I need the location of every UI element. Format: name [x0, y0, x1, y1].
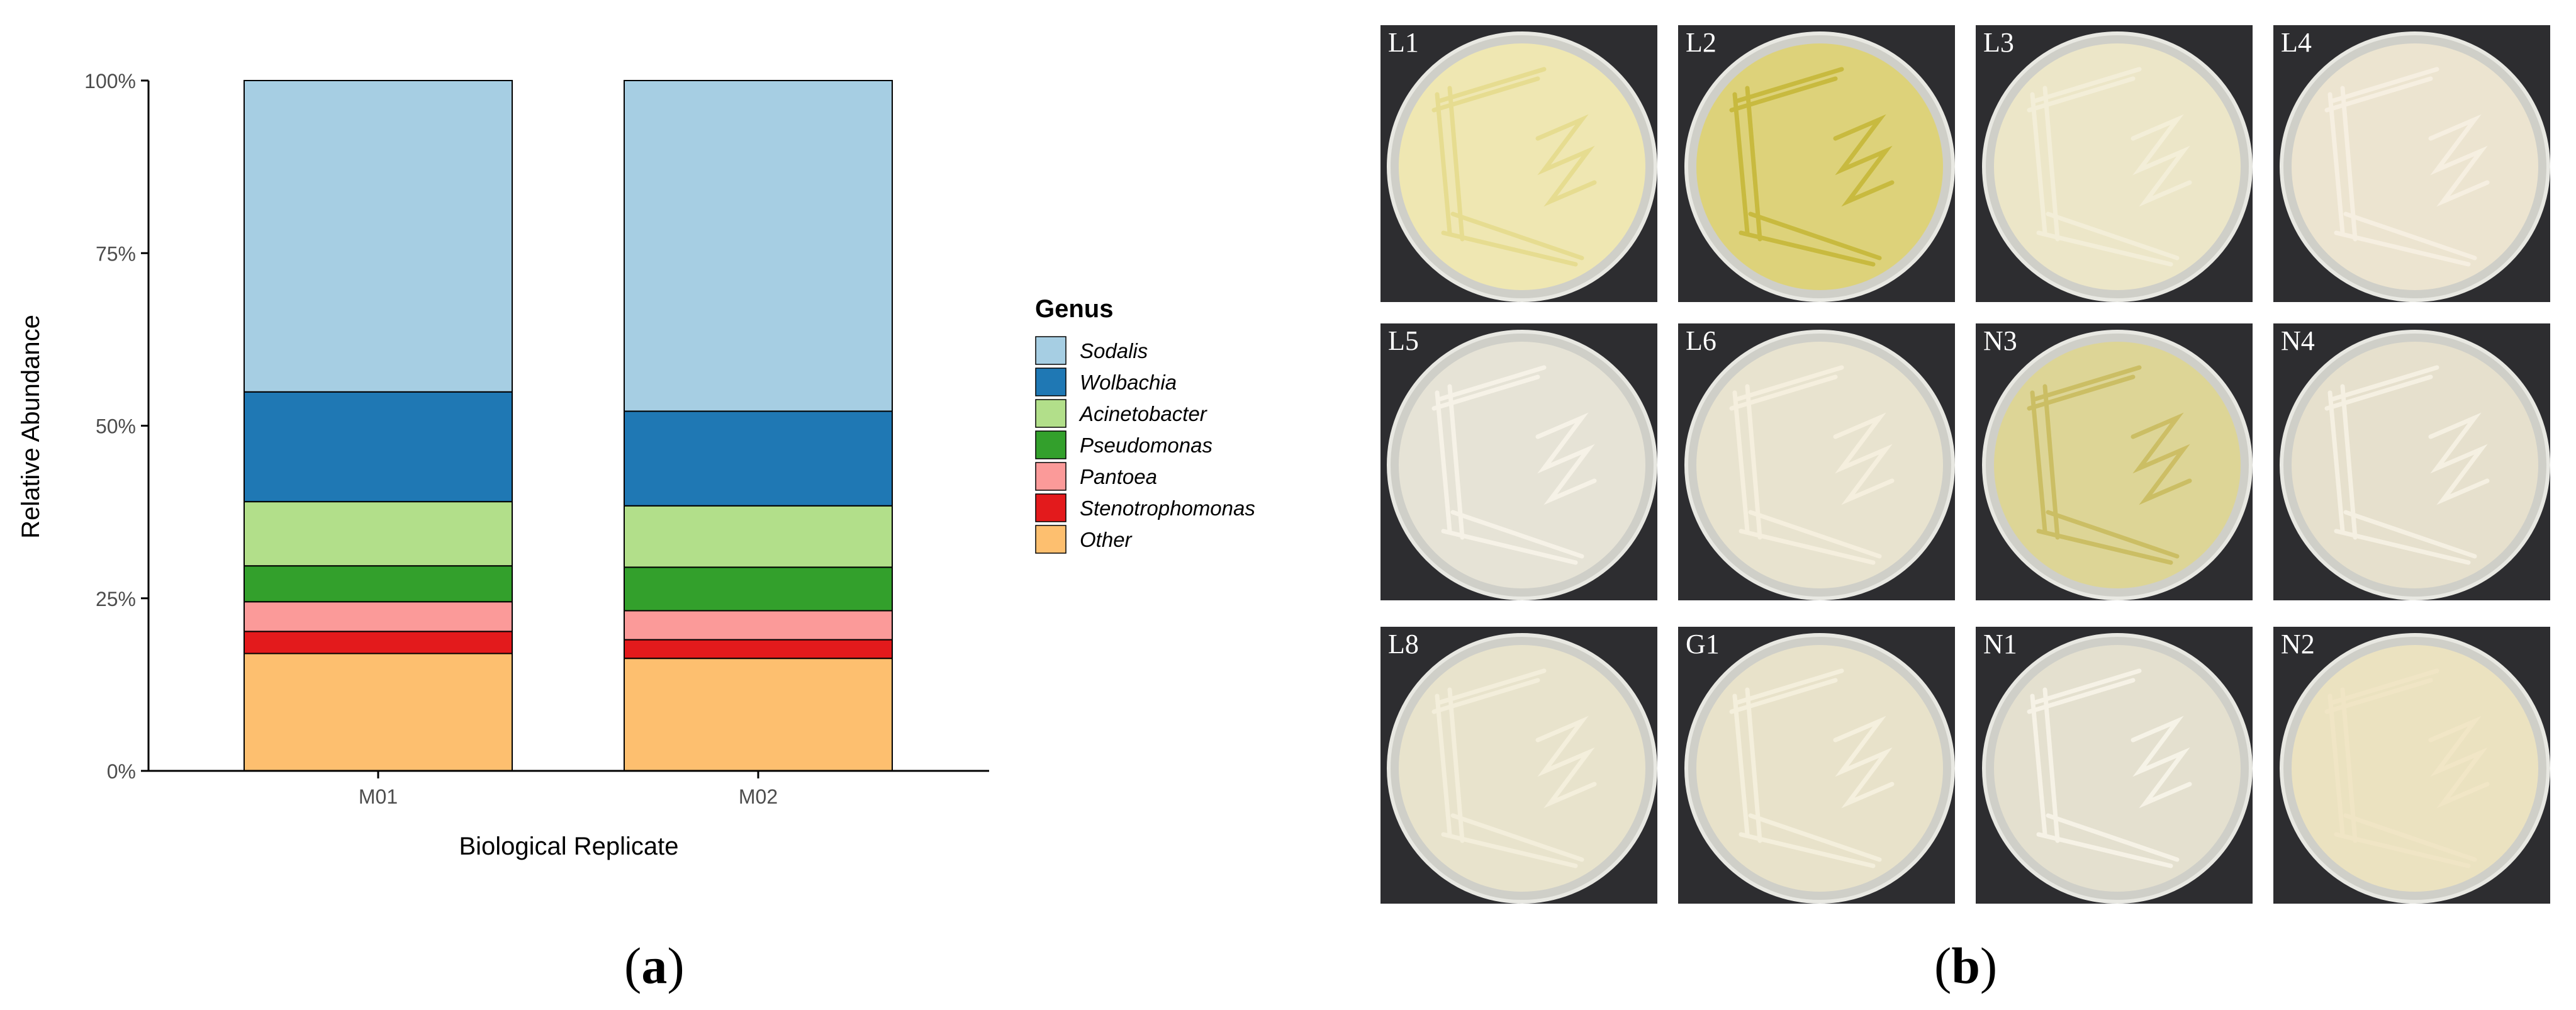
- legend-label-sodalis: Sodalis: [1080, 339, 1148, 362]
- y-axis-label: Relative Abundance: [17, 315, 45, 539]
- bar-segment-m02-wolbachia: [624, 410, 893, 507]
- legend-label-acinetobacter: Acinetobacter: [1078, 402, 1208, 425]
- x-axis-ticks: M01 M02: [359, 771, 778, 808]
- y-axis-ticks: 0% 25% 50% 75% 100%: [84, 70, 148, 783]
- bar-segment-m02-stenotrophomonas: [624, 639, 893, 659]
- legend-label-pseudomonas: Pseudomonas: [1080, 434, 1212, 457]
- agar-plate-n1: N1: [1976, 627, 2253, 904]
- agar-plate-l1: L1: [1380, 25, 1657, 302]
- panel-a-label: (a): [624, 937, 685, 994]
- legend-swatch-pseudomonas: [1035, 430, 1067, 459]
- agar-plate-g1: G1: [1678, 627, 1955, 904]
- bar-segment-m01-acinetobacter: [244, 501, 513, 567]
- bar-segment-m02-pseudomonas: [624, 566, 893, 612]
- plate-label: G1: [1686, 629, 1720, 659]
- y-tick-label: 0%: [107, 760, 136, 783]
- plate-label: L5: [1388, 325, 1419, 356]
- petri-dish-image: [1982, 633, 2253, 904]
- bar-segment-m01-pseudomonas: [244, 565, 513, 603]
- petri-dish-image: [2280, 633, 2550, 904]
- agar-plate-l6: L6: [1678, 323, 1955, 600]
- plate-label: N1: [1983, 629, 2017, 659]
- panel-b-letter: b: [1951, 937, 1980, 994]
- y-tick-label: 50%: [96, 415, 136, 438]
- petri-dish-image: [1387, 31, 1657, 302]
- agar-plate-l8: L8: [1380, 627, 1657, 904]
- petri-dish-image: [2280, 31, 2550, 302]
- agar-plate-n3: N3: [1976, 323, 2253, 600]
- petri-dish-image: [2280, 330, 2550, 600]
- legend-title: Genus: [1035, 295, 1113, 323]
- plate-label: L4: [2281, 27, 2312, 58]
- legend-swatch-acinetobacter: [1035, 399, 1067, 428]
- petri-dish-image: [1387, 330, 1657, 600]
- y-tick-label: 75%: [96, 242, 136, 265]
- petri-dish-image: [1982, 31, 2253, 302]
- petri-dish-image: [1684, 330, 1955, 600]
- legend-label-other: Other: [1080, 528, 1133, 551]
- legend: SodalisWolbachiaAcinetobacterPseudomonas…: [1035, 336, 1255, 554]
- legend-label-wolbachia: Wolbachia: [1080, 371, 1177, 394]
- agar-plate-n2: N2: [2273, 627, 2550, 904]
- petri-dish-image: [1982, 330, 2253, 600]
- agar-plate-l4: L4: [2273, 25, 2550, 302]
- bar-segment-m02-acinetobacter: [624, 505, 893, 568]
- petri-dish-image: [1684, 31, 1955, 302]
- x-tick-label: M02: [739, 785, 778, 808]
- y-tick-label: 100%: [84, 70, 136, 93]
- agar-plate-l2: L2: [1678, 25, 1955, 302]
- bar-segment-m02-other: [624, 658, 893, 772]
- x-axis-label: Biological Replicate: [459, 833, 678, 860]
- plate-label: N3: [1983, 325, 2017, 356]
- agar-plate-n4: N4: [2273, 323, 2550, 600]
- y-tick-label: 25%: [96, 588, 136, 610]
- bar-stacks: [244, 80, 893, 772]
- bar-segment-m01-sodalis: [244, 80, 513, 393]
- bar-segment-m01-stenotrophomonas: [244, 631, 513, 654]
- plate-label: L2: [1686, 27, 1716, 58]
- legend-label-stenotrophomonas: Stenotrophomonas: [1080, 497, 1255, 520]
- bar-segment-m02-pantoea: [624, 610, 893, 641]
- legend-label-pantoea: Pantoea: [1080, 465, 1157, 488]
- x-tick-label: M01: [359, 785, 398, 808]
- legend-swatch-stenotrophomonas: [1035, 493, 1067, 522]
- legend-swatch-other: [1035, 525, 1067, 554]
- bar-segment-m01-other: [244, 653, 513, 772]
- bar-segment-m01-pantoea: [244, 601, 513, 632]
- petri-dish-image: [1387, 633, 1657, 904]
- plate-label: L6: [1686, 325, 1716, 356]
- plate-label: L8: [1388, 629, 1419, 659]
- plate-label: L3: [1983, 27, 2014, 58]
- panel-a-letter: a: [641, 937, 668, 994]
- plate-label: N4: [2281, 325, 2315, 356]
- plate-label: L1: [1388, 27, 1419, 58]
- legend-swatch-pantoea: [1035, 462, 1067, 491]
- legend-swatch-sodalis: [1035, 336, 1067, 365]
- agar-plate-l5: L5: [1380, 323, 1657, 600]
- petri-dish-image: [1684, 633, 1955, 904]
- agar-plate-l3: L3: [1976, 25, 2253, 302]
- plate-label: N2: [2281, 629, 2315, 659]
- panel-b-label: (b): [1934, 937, 1998, 994]
- bar-segment-m02-sodalis: [624, 80, 893, 412]
- legend-swatch-wolbachia: [1035, 368, 1067, 396]
- stacked-bar-chart: 0% 25% 50% 75% 100% M01 M02 Relative Abundanc…: [17, 70, 1255, 860]
- bar-segment-m01-wolbachia: [244, 391, 513, 503]
